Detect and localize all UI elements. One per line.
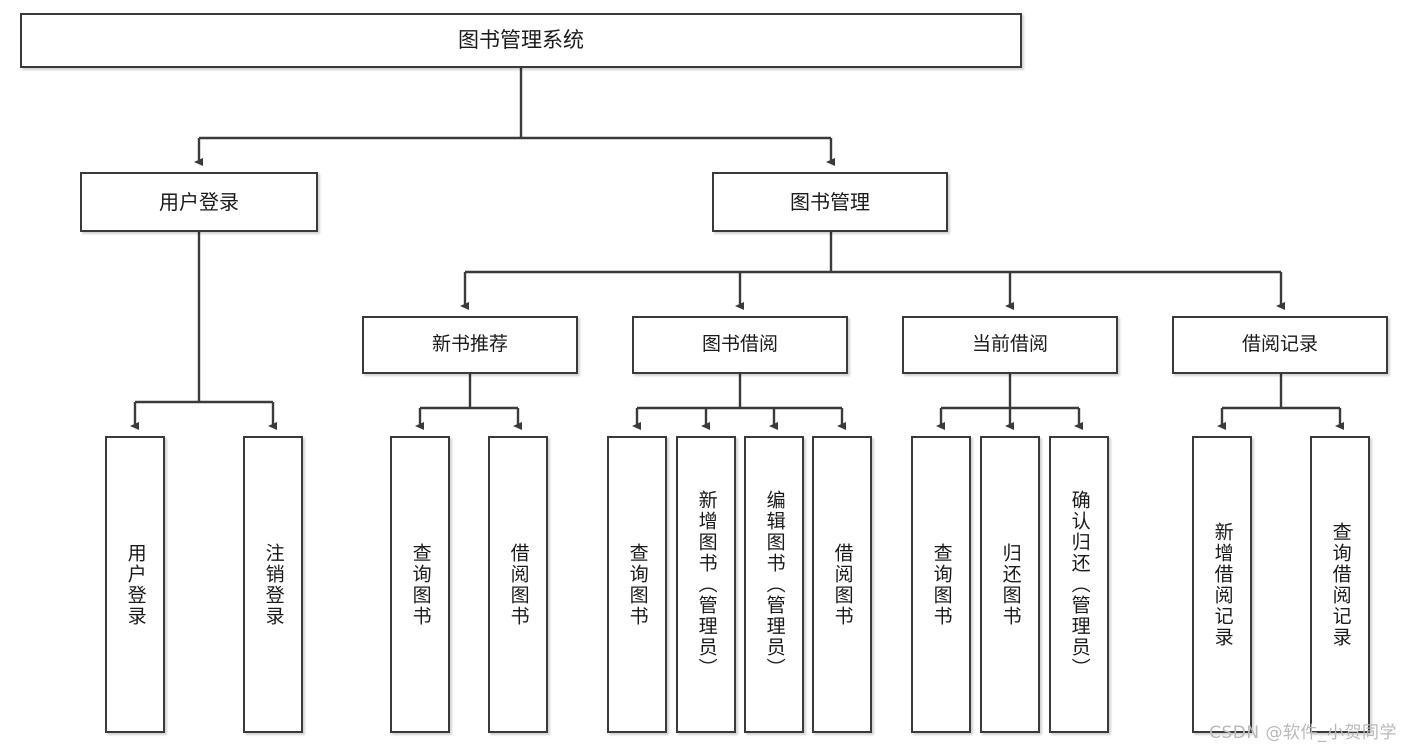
csdn-watermark: CSDN @软件_小贺同学 <box>1209 723 1397 743</box>
node-new-book-recommend-label: 新书推荐 <box>431 333 508 356</box>
leaf-book-borrow-edit[interactable]: 编辑图书（管理员） <box>744 436 804 733</box>
leaf-borrow-record-query[interactable]: 查询借阅记录 <box>1310 436 1370 733</box>
leaf-label: 新增图书（管理员） <box>695 490 718 679</box>
node-root-label: 图书管理系统 <box>458 27 584 52</box>
leaf-label: 注销登录 <box>262 542 285 627</box>
leaf-user-login-signin[interactable]: 用户登录 <box>105 436 165 733</box>
leaf-label: 查询图书 <box>626 542 649 627</box>
leaf-current-borrow-return[interactable]: 归还图书 <box>980 436 1040 733</box>
node-book-management[interactable]: 图书管理 <box>712 172 948 232</box>
node-new-book-recommend[interactable]: 新书推荐 <box>362 316 578 374</box>
leaf-current-borrow-confirm-return[interactable]: 确认归还（管理员） <box>1049 436 1109 733</box>
leaf-label: 归还图书 <box>999 542 1022 627</box>
node-user-login[interactable]: 用户登录 <box>80 172 318 232</box>
leaf-book-borrow-add[interactable]: 新增图书（管理员） <box>676 436 736 733</box>
leaf-label: 用户登录 <box>124 542 147 627</box>
leaf-borrow-record-add[interactable]: 新增借阅记录 <box>1192 436 1252 733</box>
leaf-label: 确认归还（管理员） <box>1068 490 1091 679</box>
node-borrow-record-label: 借阅记录 <box>1241 333 1318 356</box>
node-book-borrow-label: 图书借阅 <box>701 333 778 356</box>
node-root-system[interactable]: 图书管理系统 <box>20 13 1022 68</box>
node-current-borrow[interactable]: 当前借阅 <box>902 316 1118 374</box>
node-book-management-label: 图书管理 <box>790 189 870 214</box>
leaf-new-book-borrow[interactable]: 借阅图书 <box>488 436 548 733</box>
leaf-label: 查询图书 <box>930 542 953 627</box>
node-borrow-record[interactable]: 借阅记录 <box>1172 316 1388 374</box>
leaf-new-book-query[interactable]: 查询图书 <box>390 436 450 733</box>
leaf-book-borrow-borrow[interactable]: 借阅图书 <box>812 436 872 733</box>
leaf-label: 借阅图书 <box>831 542 854 627</box>
leaf-current-borrow-query[interactable]: 查询图书 <box>911 436 971 733</box>
node-current-borrow-label: 当前借阅 <box>971 333 1048 356</box>
leaf-label: 查询借阅记录 <box>1329 521 1352 648</box>
leaf-user-login-signout[interactable]: 注销登录 <box>243 436 303 733</box>
node-user-login-label: 用户登录 <box>159 189 239 214</box>
node-book-borrow[interactable]: 图书借阅 <box>632 316 848 374</box>
leaf-label: 新增借阅记录 <box>1211 521 1234 648</box>
leaf-label: 借阅图书 <box>507 542 530 627</box>
leaf-label: 编辑图书（管理员） <box>763 490 786 679</box>
leaf-label: 查询图书 <box>409 542 432 627</box>
leaf-book-borrow-query[interactable]: 查询图书 <box>607 436 667 733</box>
